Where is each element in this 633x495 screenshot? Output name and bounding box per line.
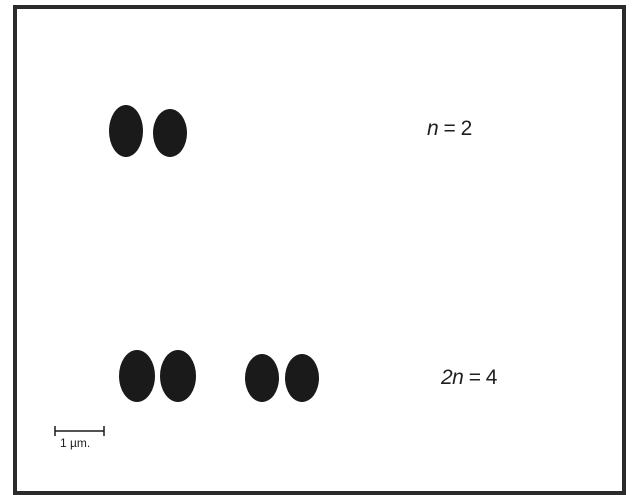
chromosome-bottom-4	[285, 354, 319, 402]
haploid-value: = 2	[438, 117, 473, 140]
chromosome-bottom-2	[160, 350, 196, 402]
haploid-variable: n	[427, 117, 439, 140]
chromosome-bottom-3	[245, 354, 279, 402]
chromosome-top-2	[153, 109, 187, 157]
chromosome-bottom-1	[119, 350, 155, 402]
chromosome-diagram	[54, 105, 319, 436]
figure-frame	[13, 5, 626, 495]
chromosome-top-1	[109, 105, 143, 157]
scale-bar-label: 1 µm.	[60, 436, 91, 450]
scale-bar	[54, 426, 105, 436]
diploid-label: 2n = 4	[441, 366, 497, 390]
diploid-value: = 4	[463, 366, 498, 389]
haploid-label: n = 2	[427, 117, 472, 141]
diploid-variable: 2n	[441, 366, 464, 389]
